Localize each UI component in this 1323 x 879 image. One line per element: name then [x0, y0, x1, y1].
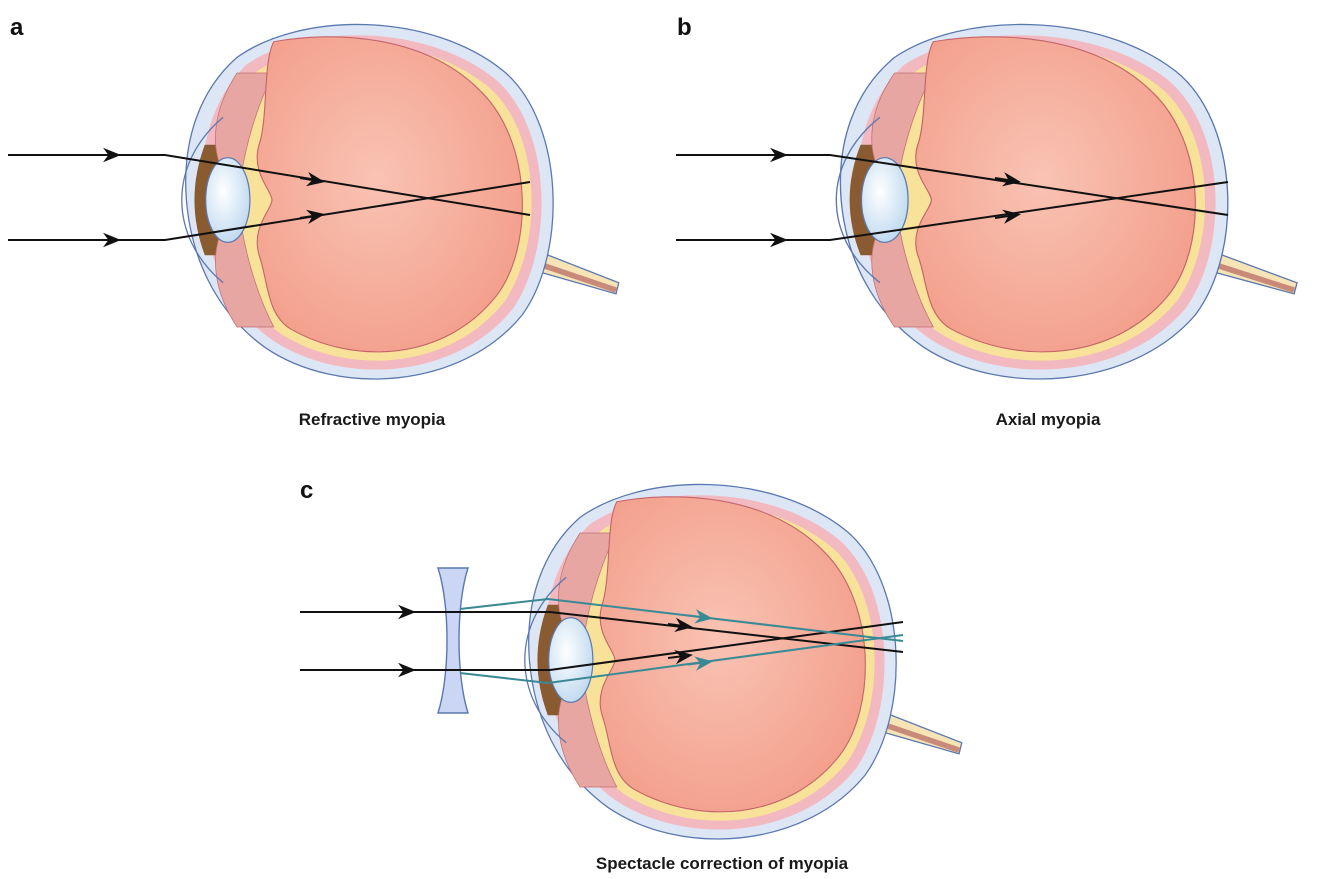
- panel-c: c Spectacle correction of myopia: [300, 477, 962, 873]
- concave-lens-icon: [438, 568, 468, 713]
- panel-a: a Refractive myopia: [8, 14, 619, 429]
- eye-cross-section-icon: [525, 484, 962, 839]
- caption-spectacle-correction: Spectacle correction of myopia: [596, 854, 849, 873]
- panel-letter-a: a: [10, 14, 24, 41]
- panel-b: b Axial myopia: [676, 14, 1297, 429]
- panel-letter-b: b: [677, 14, 692, 41]
- caption-refractive-myopia: Refractive myopia: [299, 410, 446, 429]
- caption-axial-myopia: Axial myopia: [996, 410, 1101, 429]
- eye-cross-section-icon: [836, 24, 1297, 379]
- panel-letter-c: c: [300, 477, 313, 504]
